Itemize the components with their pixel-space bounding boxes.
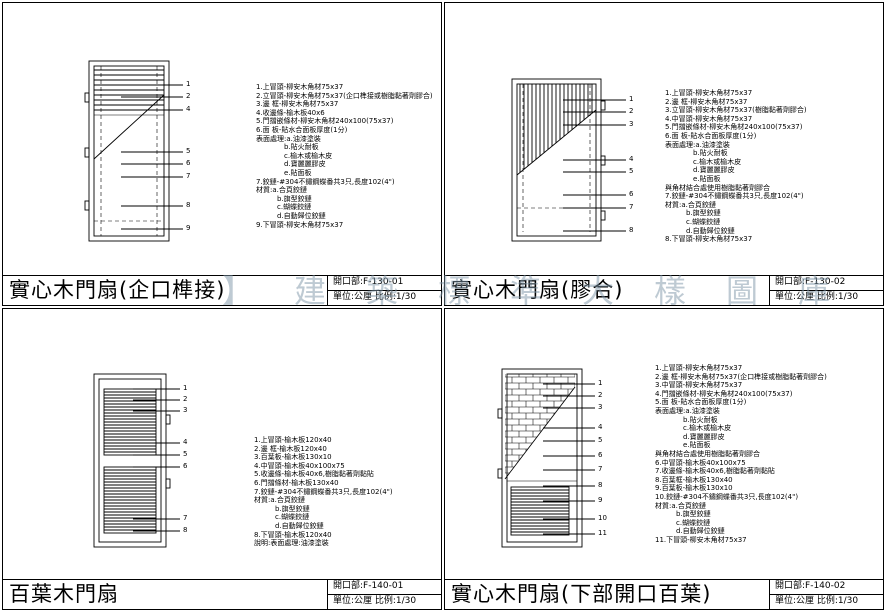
callout-number: 5	[183, 450, 188, 458]
callout-number: 10	[598, 514, 607, 522]
diagonal-brace-line	[93, 94, 165, 160]
callout-number: 1	[186, 80, 191, 88]
hinge-marks	[165, 414, 171, 489]
callout-number: 5	[186, 147, 191, 155]
callout-number: 4	[183, 438, 188, 446]
callout-number: 11	[598, 529, 607, 537]
title-band: 實心木門扇(膠合) 開口部:F-130-02 單位:公厘 比例:1/30	[445, 275, 883, 305]
callout-number: 2	[186, 92, 191, 100]
title-block-scale: 單位:公厘 比例:1/30	[775, 292, 859, 302]
title-block: 開口部:F-140-01 單位:公厘 比例:1/30	[327, 580, 441, 609]
diagonal-brace-line	[504, 386, 576, 480]
sheet-title: 實心木門扇(下部開口百葉)	[451, 582, 712, 606]
louver-slats-lower	[104, 469, 156, 531]
callout-number: 1	[629, 95, 634, 103]
title-band: 實心木門扇(下部開口百葉) 開口部:F-140-02 單位:公厘 比例:1/30	[445, 579, 883, 609]
notes-list: 1.上冒頭-榆木板120x40 2.邊 框-榆木板120x40 3.百葉板-榆木…	[254, 436, 393, 548]
callout-number: 2	[629, 107, 634, 115]
callout-number: 8	[629, 226, 634, 234]
leader-lines	[133, 388, 180, 532]
leader-lines	[121, 84, 183, 230]
notes-list: 1.上冒頭-柳安木角材75x37 2.邊 框-柳安木角材75x37(企口榫接或樹…	[655, 364, 827, 544]
callout-number: 5	[598, 436, 603, 444]
solid-door-louver-bottom-elevation	[497, 368, 595, 548]
door-elevation-glued	[511, 78, 626, 242]
leader-lines	[563, 99, 626, 232]
louver-slats	[511, 489, 569, 533]
callout-number: 1	[183, 384, 188, 392]
title-block-drawing-no: 開口部:F-140-02	[770, 580, 883, 595]
callout-number: 2	[183, 395, 188, 403]
callout-number: 6	[186, 159, 191, 167]
callout-number: 6	[629, 190, 634, 198]
title-block-scale: 單位:公厘 比例:1/30	[775, 596, 859, 606]
hinge-marks	[497, 408, 503, 479]
title-block: 開口部:F-130-02 單位:公厘 比例:1/30	[769, 276, 883, 305]
callout-number: 4	[598, 423, 603, 431]
leader-lines	[543, 383, 595, 535]
callout-number: 9	[186, 224, 191, 232]
title-band: 百葉木門扇 開口部:F-140-01 單位:公厘 比例:1/30	[3, 579, 441, 609]
callout-number: 2	[598, 391, 603, 399]
title-block-drawing-no: 開口部:F-140-01	[328, 580, 441, 595]
callout-number: 3	[598, 403, 603, 411]
sheet-title: 實心木門扇(企口榫接)	[9, 278, 226, 302]
callout-number: 3	[183, 406, 188, 414]
callout-number: 6	[183, 462, 188, 470]
sheet-title: 實心木門扇(膠合)	[451, 278, 624, 302]
callout-number: 8	[598, 481, 603, 489]
hinge-marks	[84, 92, 90, 211]
sheet-f-140-02: 1 2 3 4 5 6 7 8 9 10 11 1.上冒頭-柳安木角材75x37…	[444, 308, 884, 610]
louver-slats-upper	[104, 391, 156, 453]
louver-door-elevation	[93, 373, 180, 548]
callout-number: 4	[186, 105, 191, 113]
title-block: 開口部:F-130-01 單位:公厘 比例:1/30	[327, 276, 441, 305]
callout-number: 3	[629, 120, 634, 128]
notes-list: 1.上冒頭-柳安木角材75x37 2.立冒頭-柳安木角材75x37(企口榫接或樹…	[256, 83, 433, 229]
hinge-marks	[600, 100, 606, 221]
title-block-scale: 單位:公厘 比例:1/30	[333, 292, 417, 302]
hidden-lines	[94, 66, 164, 236]
sheet-f-130-02: 1 2 3 4 5 6 7 8 1.上冒頭-柳安木角材75x37 2.邊 框-柳…	[444, 2, 884, 306]
callout-number: 7	[183, 514, 188, 522]
callout-number: 7	[629, 203, 634, 211]
title-block-drawing-no: 開口部:F-130-02	[770, 276, 883, 291]
callout-number: 7	[186, 172, 191, 180]
notes-list: 1.上冒頭-柳安木角材75x37 2.邊 框-柳安木角材75x37 3.立冒頭-…	[665, 89, 807, 244]
callout-number: 4	[629, 155, 634, 163]
diagonal-brace-line	[516, 109, 597, 176]
sheet-f-140-01: 1 2 3 4 5 6 7 8 1.上冒頭-榆木板120x40 2.邊 框-榆木…	[2, 308, 442, 610]
callout-number: 8	[183, 526, 188, 534]
title-block: 開口部:F-140-02 單位:公厘 比例:1/30	[769, 580, 883, 609]
sheet-title: 百葉木門扇	[9, 582, 119, 606]
title-block-drawing-no: 開口部:F-130-01	[328, 276, 441, 291]
callout-number: 8	[186, 201, 191, 209]
sheet-f-130-01: 1 2 4 5 6 7 8 9 1.上冒頭-柳安木角材75x37 2.立冒頭-柳…	[2, 2, 442, 306]
callout-number: 5	[629, 167, 634, 175]
callout-number: 7	[598, 465, 603, 473]
callout-number: 6	[598, 451, 603, 459]
door-elevation-tongue-groove	[84, 60, 183, 242]
callout-number: 9	[598, 496, 603, 504]
callout-number: 1	[598, 379, 603, 387]
title-block-scale: 單位:公厘 比例:1/30	[333, 596, 417, 606]
title-band: 實心木門扇(企口榫接) 開口部:F-130-01 單位:公厘 比例:1/30	[3, 275, 441, 305]
